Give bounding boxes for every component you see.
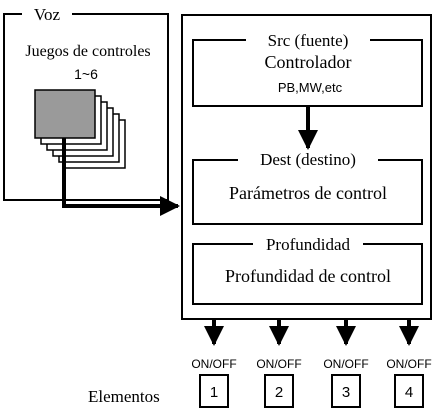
switch-label-2: ON/OFF (256, 357, 301, 371)
switch-label-4: ON/OFF (386, 357, 431, 371)
control-sets-range: 1~6 (74, 66, 98, 82)
element-box-2: 2 (264, 374, 294, 408)
main-container (181, 14, 432, 320)
destination-box: Dest (destino) Parámetros de control (192, 150, 423, 225)
voice-label: Voz (34, 5, 61, 24)
element-box-3: 3 (331, 374, 361, 408)
element-box-1: 1 (199, 374, 229, 408)
source-box: Src (fuente) Controlador PB,MW,etc (192, 30, 423, 107)
destination-title: Dest (destino) (260, 150, 356, 169)
depth-box: Profundidad Profundidad de control (192, 234, 423, 305)
voice-box: Voz Juegos de controles 1~6 (3, 5, 169, 201)
switch-label-3: ON/OFF (323, 357, 368, 371)
element-box-4: 4 (394, 374, 424, 408)
control-sets-label: Juegos de controles (25, 43, 150, 60)
switch-label-1: ON/OFF (191, 357, 236, 371)
depth-title: Profundidad (266, 235, 351, 254)
element-number-2: 2 (275, 384, 283, 401)
element-number-1: 1 (210, 384, 218, 401)
source-title: Src (fuente) (268, 31, 349, 50)
source-subtitle: Controlador (265, 52, 352, 72)
elements-label: Elementos (88, 387, 160, 406)
connector-arrow (62, 138, 180, 216)
depth-subtitle: Profundidad de control (225, 266, 391, 286)
output-arrows (204, 319, 419, 346)
source-detail: PB,MW,etc (278, 80, 343, 95)
element-number-3: 3 (342, 384, 350, 401)
element-number-4: 4 (405, 384, 413, 401)
control-set-stack-icon (34, 89, 126, 169)
destination-subtitle: Parámetros de control (229, 183, 387, 203)
